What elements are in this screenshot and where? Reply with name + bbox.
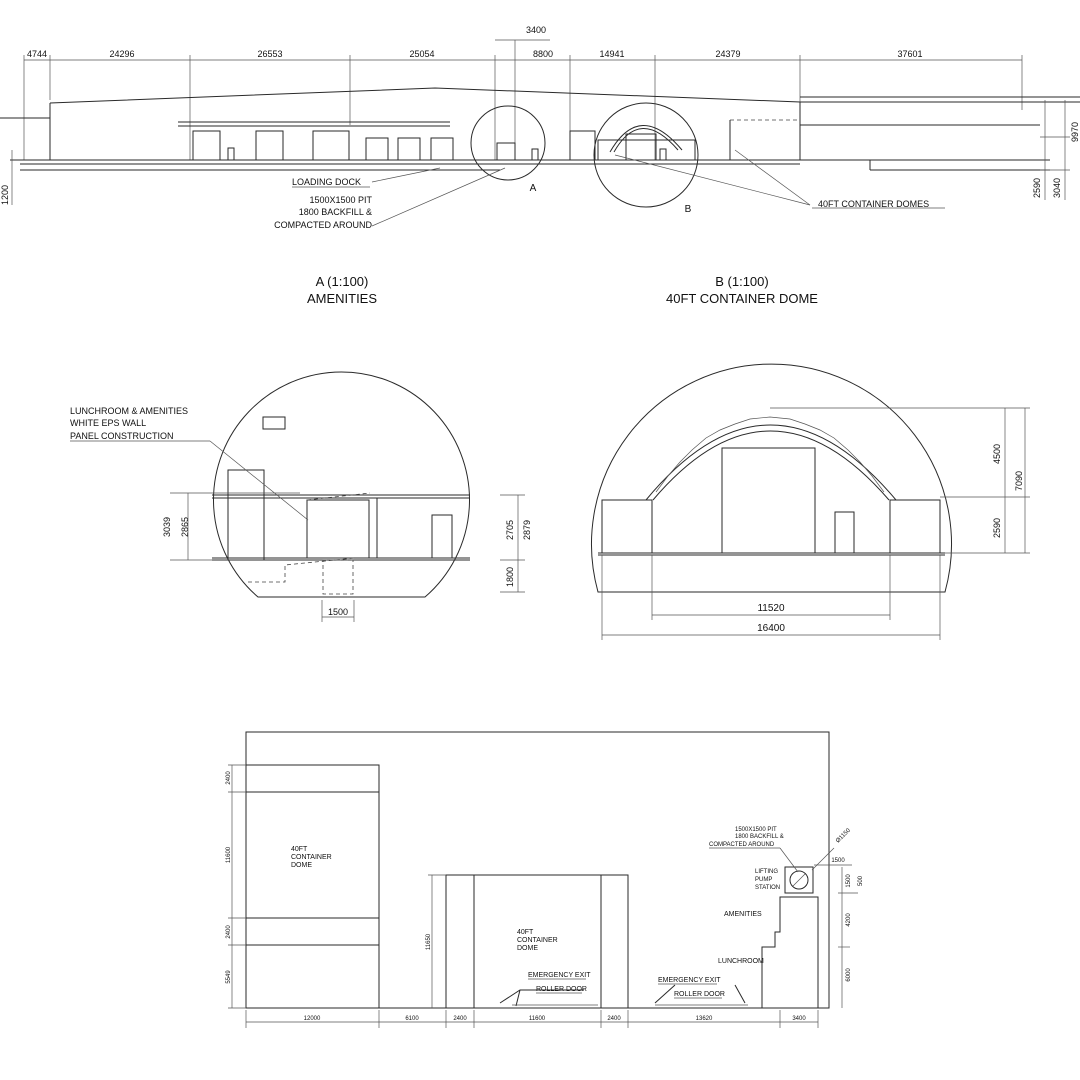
detail-b-subtitle: 40FT CONTAINER DOME — [666, 291, 818, 306]
emergency-exit-label-1: EMERGENCY EXIT — [528, 972, 591, 979]
plan-pit-note-1: 1500X1500 PIT — [735, 827, 777, 833]
dim-16400: 16400 — [757, 623, 785, 634]
marker-a-label: A — [530, 183, 537, 194]
dome2-label-1: 40FT — [517, 929, 534, 936]
dim-37601: 37601 — [897, 49, 922, 59]
container-domes-label: 40FT CONTAINER DOMES — [818, 199, 929, 209]
diameter-label: Ø1150 — [835, 827, 852, 844]
dome2-label-2: CONTAINER — [517, 937, 558, 944]
amenities-note-3: PANEL CONSTRUCTION — [70, 431, 174, 441]
lifting-label-1: LIFTING — [755, 869, 778, 875]
detail-b-title: B (1:100) — [715, 274, 768, 289]
dome2-label-3: DOME — [517, 945, 538, 952]
dim-3039: 3039 — [162, 517, 172, 537]
pit-note-1: 1500X1500 PIT — [309, 195, 372, 205]
dim-24296: 24296 — [109, 49, 134, 59]
plan-dim-left-2: 11600 — [226, 846, 232, 863]
dim-11520: 11520 — [757, 603, 785, 614]
amenities-label: AMENITIES — [724, 911, 762, 918]
plan-dim-bottom-1: 12000 — [304, 1016, 321, 1022]
dim-26553: 26553 — [257, 49, 282, 59]
plan-dim-bottom-3: 2400 — [453, 1016, 467, 1022]
dim-9970: 9970 — [1070, 122, 1080, 142]
dim-8800: 8800 — [533, 49, 553, 59]
dome1-label-2: CONTAINER — [291, 854, 332, 861]
lifting-label-2: PUMP — [755, 877, 772, 883]
detail-a-title: A (1:100) — [316, 274, 369, 289]
dim-7090: 7090 — [1014, 471, 1024, 491]
dim-4744: 4744 — [27, 49, 47, 59]
top-elevation: 4744 24296 26553 25054 3400 8800 14941 2… — [0, 25, 1080, 230]
lunchroom-label: LUNCHROOM — [718, 958, 764, 965]
dim-1200: 1200 — [0, 185, 10, 205]
plan-dim-left-3: 2400 — [226, 925, 232, 939]
plan-dim-right-1: 1500 — [831, 858, 845, 864]
lifting-label-3: STATION — [755, 885, 780, 891]
amenities-note-2: WHITE EPS WALL — [70, 418, 146, 428]
dim-2590: 2590 — [992, 518, 1002, 538]
dim-2705: 2705 — [505, 520, 515, 540]
dim-24379: 24379 — [715, 49, 740, 59]
plan-dim-left-4: 5549 — [226, 970, 232, 984]
plan-dim-right-3: 500 — [858, 875, 864, 886]
plan-pit-note-2: 1800 BACKFILL & — [735, 834, 784, 840]
pit-note-2: 1800 BACKFILL & — [299, 207, 372, 217]
plan-dim-bottom-2: 6100 — [405, 1016, 419, 1022]
dim-2879: 2879 — [522, 520, 532, 540]
detail-b: 4500 7090 2590 11520 16400 — [591, 363, 1030, 640]
detail-a-subtitle: AMENITIES — [307, 291, 377, 306]
plan-dim-11650: 11650 — [426, 933, 432, 950]
dim-3040: 3040 — [1052, 178, 1062, 198]
marker-b-label: B — [685, 204, 692, 215]
dim-25054: 25054 — [409, 49, 434, 59]
plan-dim-bottom-4: 11600 — [529, 1016, 546, 1022]
detail-b-marker — [593, 102, 699, 208]
pit-note-3: COMPACTED AROUND — [274, 220, 372, 230]
plan-dim-right-2: 1500 — [846, 874, 852, 888]
detail-a: 3039 2865 2705 2879 1800 1500 LUNCHROOM … — [70, 371, 532, 622]
plan-dim-left-1: 2400 — [226, 771, 232, 785]
dim-14941: 14941 — [599, 49, 624, 59]
plan-dim-bottom-5: 2400 — [607, 1016, 621, 1022]
detail-a-marker — [470, 105, 546, 181]
amenities-note-1: LUNCHROOM & AMENITIES — [70, 406, 188, 416]
dim-1500: 1500 — [328, 607, 348, 617]
dim-4500: 4500 — [992, 444, 1002, 464]
plan-dim-bottom-6: 13620 — [696, 1016, 713, 1022]
dim-3400: 3400 — [526, 25, 546, 35]
site-plan: 40FT CONTAINER DOME 40FT CONTAINER DOME … — [226, 731, 864, 1028]
plan-pit-note-3: COMPACTED AROUND — [709, 842, 775, 848]
plan-dim-bottom-7: 3400 — [792, 1016, 806, 1022]
dome1-label-3: DOME — [291, 862, 312, 869]
plan-dim-right-4: 4200 — [846, 913, 852, 927]
roller-door-label-2: ROLLER DOOR — [674, 991, 725, 998]
roller-door-label-1: ROLLER DOOR — [536, 986, 587, 993]
plan-dim-right-5: 6000 — [846, 968, 852, 982]
dim-1800: 1800 — [505, 567, 515, 587]
dim-2590: 2590 — [1032, 178, 1042, 198]
dim-2865: 2865 — [180, 517, 190, 537]
dome1-label-1: 40FT — [291, 846, 308, 853]
loading-dock-label: LOADING DOCK — [292, 177, 361, 187]
emergency-exit-label-2: EMERGENCY EXIT — [658, 977, 721, 984]
